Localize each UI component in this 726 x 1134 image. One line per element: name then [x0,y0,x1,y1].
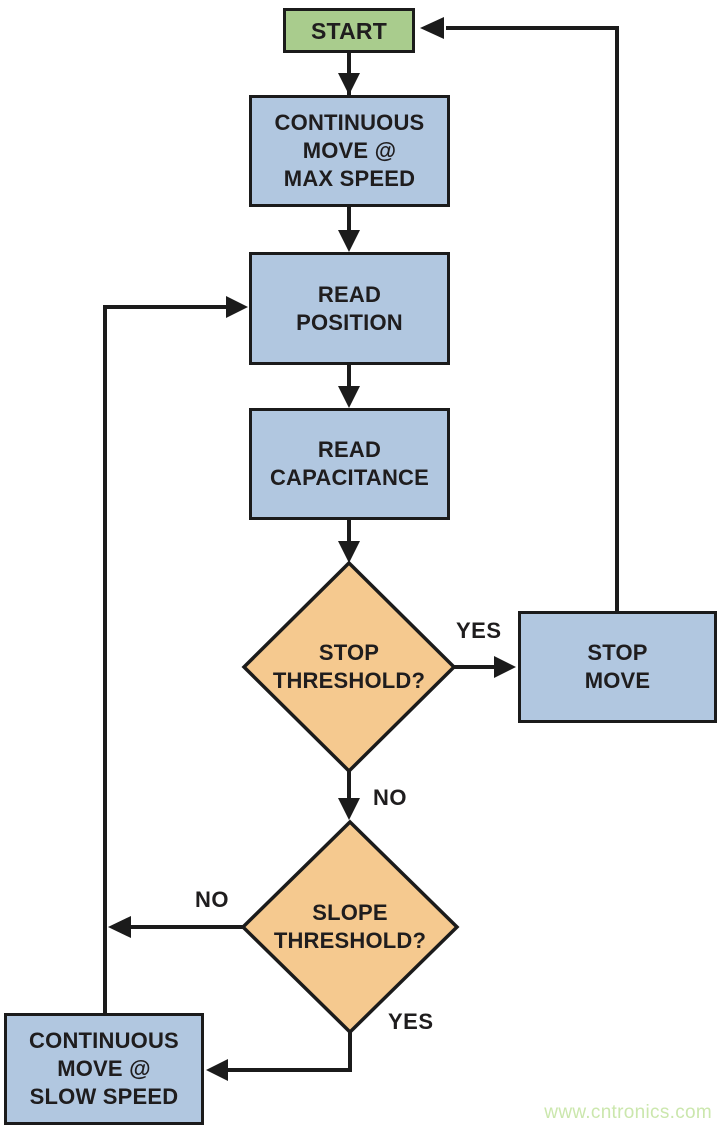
edge-slope-threshold-yes-to-slow-speed [228,1032,352,1072]
read-position-node: READ POSITION [249,252,450,365]
arrowhead-into-read-capacitance [338,386,360,408]
stop-threshold-no-label: NO [373,785,407,810]
slope-threshold-yes-label: YES [388,1009,434,1034]
arrowhead-into-slow-speed [206,1059,228,1081]
stop-move-node: STOP MOVE [518,611,717,723]
arrowhead-into-loop-line [108,916,131,938]
continuous-move-slow-speed-node: CONTINUOUS MOVE @ SLOW SPEED [4,1013,204,1125]
arrowhead-into-read-position-left [226,296,248,318]
arrowhead-into-stop-move [494,656,516,678]
slope-threshold-no-label: NO [195,887,229,912]
arrowhead-into-start [420,17,444,39]
watermark-text: www.cntronics.com [544,1102,712,1123]
arrowhead-into-read-position-top [338,230,360,252]
stop-threshold-yes-label: YES [456,618,502,643]
edge-loop-to-read-position [103,305,228,1013]
read-capacitance-node: READ CAPACITANCE [249,408,450,520]
continuous-move-max-speed-node: CONTINUOUS MOVE @ MAX SPEED [249,95,450,207]
arrowhead-into-stop-threshold [338,541,360,563]
edge-stop-move-to-start [446,26,619,611]
slope-threshold-decision-label: SLOPE THRESHOLD? [273,900,427,953]
stop-threshold-diamond-shape [241,560,457,774]
arrowhead-into-slope-threshold [338,798,360,820]
slope-threshold-diamond-shape [240,819,460,1035]
start-node: START [283,8,415,53]
arrowhead-into-max-speed [338,73,360,95]
stop-threshold-decision-label: STOP THRESHOLD? [272,640,426,693]
